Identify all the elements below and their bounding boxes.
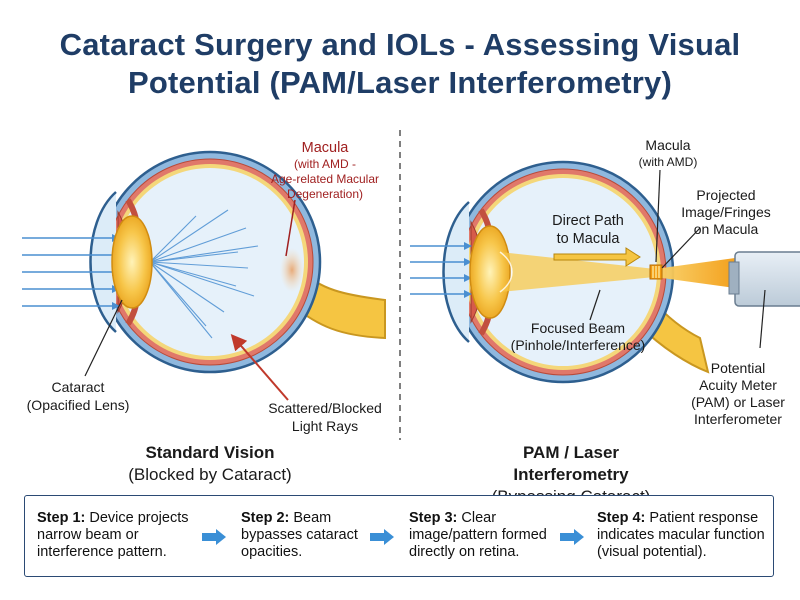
left-vitreous: [116, 168, 304, 356]
left-macula-label-line-3: Age-related Macular: [271, 172, 379, 186]
cataract-label: Cataract (Opacified Lens): [27, 379, 130, 413]
left-caption-subtitle: (Blocked by Cataract): [128, 465, 292, 484]
left-macula: [280, 248, 304, 292]
device-label-line-4: Interferometer: [694, 411, 782, 427]
left-macula-pointer: [285, 199, 296, 257]
left-cataract-lens: [111, 215, 153, 309]
step-1-label: Step 1:: [37, 510, 86, 526]
direct-path-label: Direct Path to Macula: [552, 213, 624, 247]
step-4-label: Step 4:: [597, 510, 646, 526]
right-caption-title: PAM / Laser Interferometry: [513, 443, 629, 484]
device-label: Potential Acuity Meter (PAM) or Laser In…: [691, 360, 785, 427]
device-label-line-2: Acuity Meter: [699, 377, 777, 393]
pointer-arrow-icon: [230, 333, 289, 401]
projected-label-line-1: Projected: [696, 187, 755, 203]
step-1-text-3: interference pattern.: [37, 544, 167, 560]
step-2-text-2: bypasses cataract: [241, 527, 358, 543]
scattered-label-line-2: Light Rays: [292, 418, 358, 434]
left-eye: [22, 150, 386, 401]
step-1-text-2: narrow beam or: [37, 527, 139, 543]
step-2-text-3: opacities.: [241, 544, 303, 560]
scattered-label: Scattered/Blocked Light Rays: [268, 400, 382, 434]
title-line-1: Cataract Surgery and IOLs - Assessing Vi…: [59, 27, 741, 62]
right-eye: [410, 160, 800, 384]
left-macula-label-line-2: (with AMD -: [294, 157, 356, 171]
focused-beam-label-line-2: (Pinhole/Interference): [511, 337, 646, 353]
step-arrow-icon: [202, 529, 226, 545]
step-4-text-1: Patient response: [645, 510, 759, 526]
left-macula-label-line-1: Macula: [302, 140, 350, 156]
scattered-label-line-1: Scattered/Blocked: [268, 400, 382, 416]
projected-label-line-3: on Macula: [694, 221, 759, 237]
left-caption-title: Standard Vision: [145, 443, 275, 462]
cataract-label-line-2: (Opacified Lens): [27, 397, 130, 413]
left-caption: Standard Vision (Blocked by Cataract): [120, 442, 300, 486]
step-4-text-3: (visual potential).: [597, 544, 707, 560]
focused-beam: [500, 252, 655, 292]
cataract-label-line-1: Cataract: [52, 379, 105, 395]
direct-path-arrow: [553, 247, 641, 267]
focused-beam-label-line-1: Focused Beam: [531, 320, 625, 336]
pam-device: [728, 251, 800, 307]
left-scattered-rays: [149, 209, 259, 339]
right-lens: [469, 225, 511, 319]
title-line-2: Potential (PAM/Laser Interferometry): [127, 65, 673, 100]
focused-beam-pointer: [589, 289, 601, 321]
laser-beam-outside: [655, 258, 735, 288]
step-2-text-1: Beam: [289, 510, 332, 526]
step-4: Step 4: Patient response indicates macul…: [597, 510, 769, 561]
direct-path-label-line-1: Direct Path: [552, 213, 624, 229]
right-macula-label-line-1: Macula: [645, 137, 690, 153]
device-label-line-3: (PAM) or Laser: [691, 394, 785, 410]
step-arrow-icon: [560, 529, 584, 545]
step-1: Step 1: Device projects narrow beam or i…: [37, 510, 197, 561]
right-macula-pointer: [655, 169, 661, 263]
step-1-text-1: Device projects: [85, 510, 189, 526]
projected-label-line-2: Image/Fringes: [681, 204, 770, 220]
projected-label: Projected Image/Fringes on Macula: [681, 187, 770, 237]
focused-beam-label: Focused Beam (Pinhole/Interference): [511, 320, 646, 353]
right-macula-label: Macula (with AMD): [639, 137, 698, 169]
left-macula-label: Macula (with AMD - Age-related Macular D…: [271, 140, 379, 201]
step-3-text-1: Clear: [457, 510, 497, 526]
step-2-label: Step 2:: [241, 510, 290, 526]
left-incoming-rays: [22, 237, 112, 307]
step-3-text-2: image/pattern formed: [409, 527, 547, 543]
step-4-text-2: indicates macular function: [597, 527, 765, 543]
step-3: Step 3: Clear image/pattern formed direc…: [409, 510, 564, 561]
page-title: Cataract Surgery and IOLs - Assessing Vi…: [0, 26, 800, 102]
right-incoming-rays: [410, 245, 464, 295]
device-label-line-1: Potential: [711, 360, 765, 376]
device-pointer: [759, 289, 766, 349]
right-macula-label-line-2: (with AMD): [639, 155, 698, 169]
step-3-label: Step 3:: [409, 510, 458, 526]
left-macula-label-line-4: Degeneration): [287, 187, 363, 201]
step-3-text-3: directly on retina.: [409, 544, 520, 560]
steps-panel: Step 1: Device projects narrow beam or i…: [24, 495, 774, 577]
projected-pointer: [661, 227, 701, 269]
direct-path-label-line-2: to Macula: [557, 231, 621, 247]
step-arrow-icon: [370, 529, 394, 545]
cataract-pointer: [84, 299, 123, 377]
step-2: Step 2: Beam bypasses cataract opacities…: [241, 510, 376, 561]
